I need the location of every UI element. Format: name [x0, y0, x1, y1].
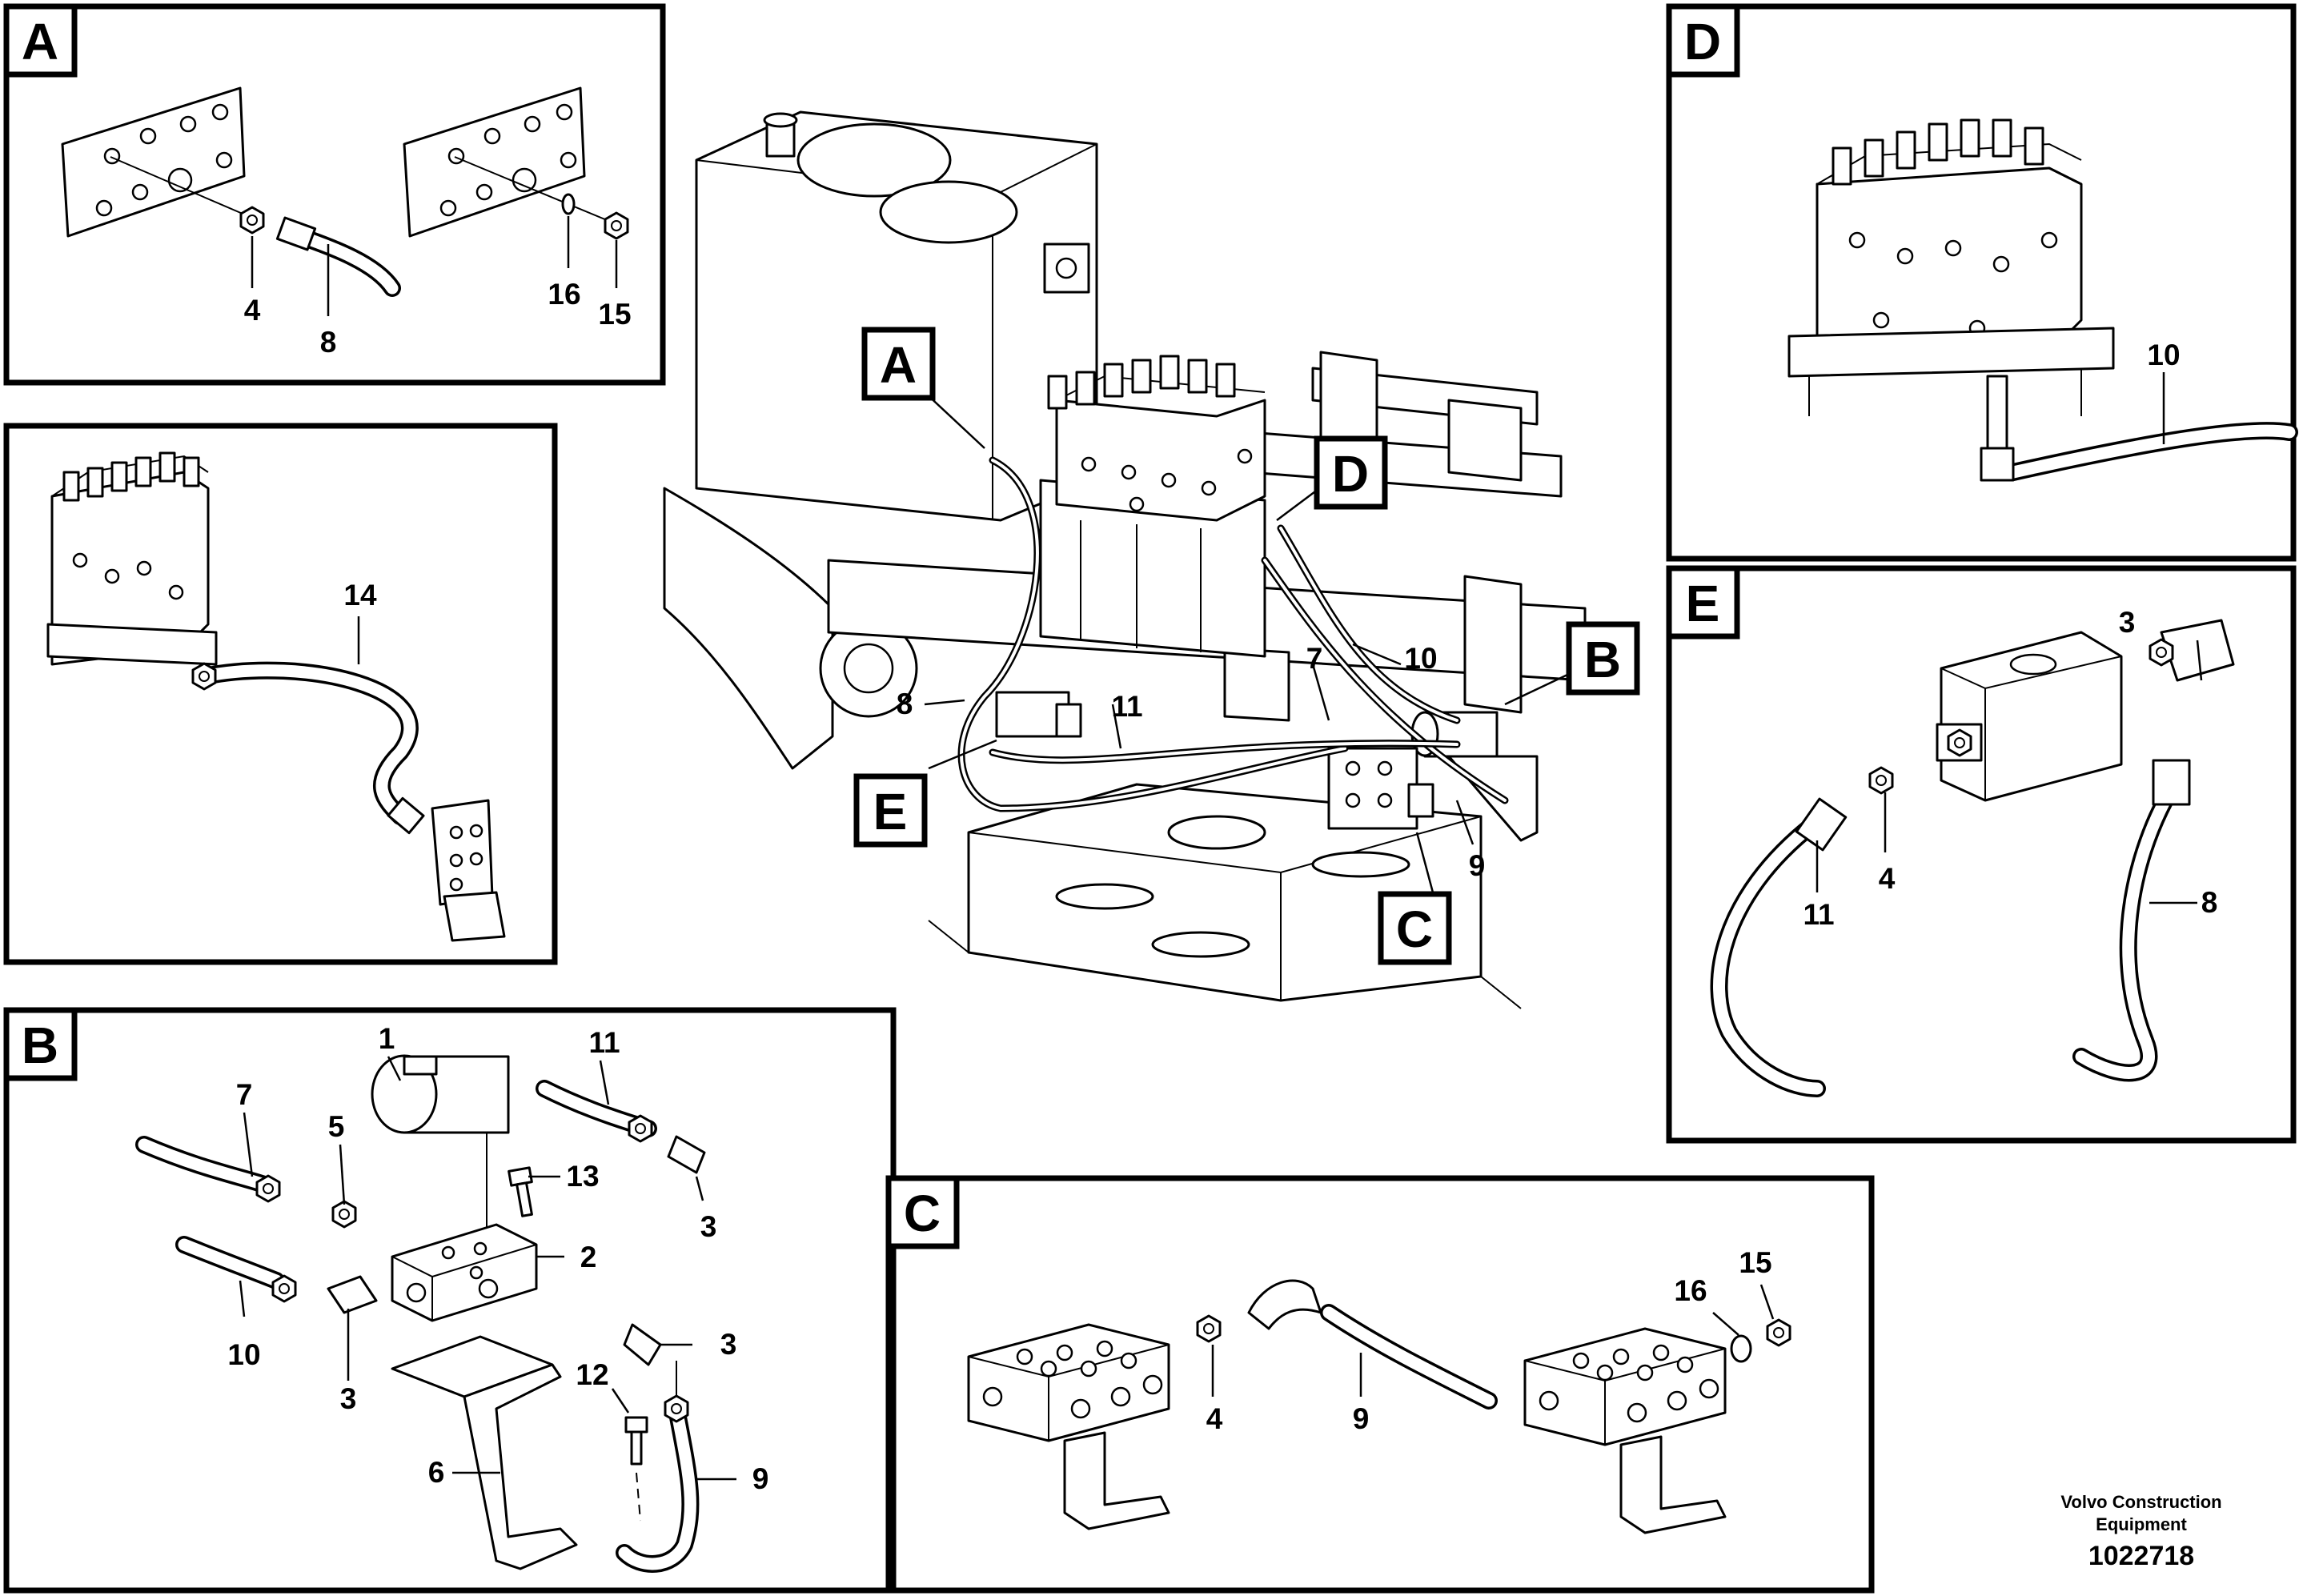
panel-e-label-11: 11: [1803, 898, 1834, 931]
panel-b-label-1: 1: [379, 1022, 395, 1055]
panel-c-letter: C: [904, 1185, 941, 1242]
panel-b-label-6: 6: [428, 1456, 445, 1489]
panel-b-label-10: 10: [227, 1338, 260, 1371]
main-label-10: 10: [1404, 642, 1437, 675]
callout-box-c[interactable]: [1378, 891, 1452, 965]
panel-14-label-14: 14: [343, 579, 377, 612]
document-number: 1022718: [2088, 1541, 2194, 1571]
panel-d-letter: D: [1684, 13, 1721, 70]
panel-c-label-4: 4: [1206, 1402, 1223, 1435]
main-label-11: 11: [1111, 690, 1142, 723]
callout-box-d[interactable]: [1314, 435, 1388, 510]
main-part-labels: A D B E C 8 11 7 10 9: [853, 327, 1640, 965]
callout-b-letter: B: [1584, 631, 1621, 688]
panel-b-letter: B: [22, 1017, 58, 1074]
panel-b-label-11: 11: [588, 1026, 620, 1059]
panel-d: D 10: [1666, 3, 2298, 562]
panel-c: C 15 16 4 9: [885, 1175, 1875, 1594]
panel-b-label-3b: 3: [340, 1382, 357, 1415]
panel-c-label-15: 15: [1739, 1246, 1771, 1279]
panel-e: E 3 11 4 8: [1666, 565, 2297, 1144]
panel-a: A 4 8 16 15: [3, 3, 666, 386]
panel-b-label-3c: 3: [720, 1328, 737, 1361]
panel-e-letter: E: [1686, 575, 1720, 632]
panel-a-label-16: 16: [548, 278, 580, 311]
main-label-8: 8: [897, 688, 913, 720]
panel-a-letter: A: [22, 13, 58, 70]
panel-a-label-8: 8: [320, 326, 337, 359]
callout-d-letter: D: [1332, 445, 1369, 503]
callout-box-e[interactable]: [853, 773, 928, 848]
company-name-line2: Equipment: [2096, 1514, 2187, 1534]
callout-box-b[interactable]: [1566, 621, 1640, 696]
panel-e-label-8: 8: [2201, 886, 2218, 919]
callout-c-letter: C: [1396, 900, 1433, 958]
panel-e-label-4: 4: [1879, 862, 1896, 895]
footer: Volvo Construction Equipment 1022718: [2060, 1492, 2221, 1571]
panel-b-label-7: 7: [236, 1078, 253, 1111]
main-machine-illustration: [663, 110, 1587, 1009]
panel-b: B 1 11 7 5 13 3 2 10: [3, 1007, 897, 1594]
panel-a-label-15: 15: [598, 298, 631, 331]
panel-b-label-9: 9: [752, 1462, 769, 1495]
panel-hose-14: 14: [3, 423, 558, 965]
panel-b-label-3a: 3: [700, 1210, 717, 1243]
callout-box-a[interactable]: [861, 327, 936, 401]
panel-b-label-5: 5: [328, 1110, 345, 1143]
panel-b-label-12: 12: [576, 1358, 608, 1391]
panel-e-label-3: 3: [2119, 606, 2136, 639]
panel-b-label-2: 2: [580, 1241, 597, 1273]
panel-c-label-9: 9: [1353, 1402, 1370, 1435]
panel-b-label-13: 13: [566, 1160, 599, 1193]
company-name-line1: Volvo Construction: [2060, 1492, 2221, 1512]
panel-d-label-10: 10: [2147, 339, 2180, 371]
main-label-9: 9: [1469, 849, 1486, 882]
callout-e-letter: E: [873, 783, 908, 840]
main-label-7: 7: [1306, 642, 1323, 675]
panel-a-label-4: 4: [244, 294, 261, 327]
callout-a-letter: A: [880, 336, 917, 394]
panel-c-label-16: 16: [1674, 1274, 1707, 1307]
